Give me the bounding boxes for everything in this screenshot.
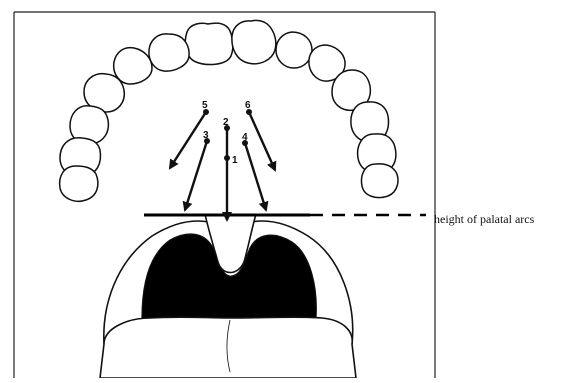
- point-label-4: 4: [242, 132, 248, 143]
- tooth: [276, 32, 312, 68]
- point-marker-1: [224, 155, 230, 161]
- palate: [100, 214, 356, 378]
- tooth: [185, 23, 233, 64]
- tooth: [114, 48, 152, 84]
- arrow-point-6: [249, 112, 275, 170]
- point-label-1: 1: [232, 155, 238, 166]
- dental-arch: [60, 20, 398, 201]
- point-label-2: 2: [223, 117, 229, 128]
- tooth: [362, 164, 398, 198]
- tooth: [232, 20, 276, 63]
- measurement-arrows: [170, 112, 275, 220]
- point-label-3: 3: [203, 130, 209, 141]
- arrow-point-3: [185, 141, 207, 210]
- tooth: [149, 34, 189, 71]
- tooth: [60, 166, 98, 201]
- arrow-point-4: [245, 143, 266, 210]
- point-label-5: 5: [202, 100, 208, 111]
- palatal-height-caption: height of palatal arcs: [434, 212, 535, 226]
- point-label-6: 6: [245, 100, 251, 111]
- tongue: [100, 317, 356, 378]
